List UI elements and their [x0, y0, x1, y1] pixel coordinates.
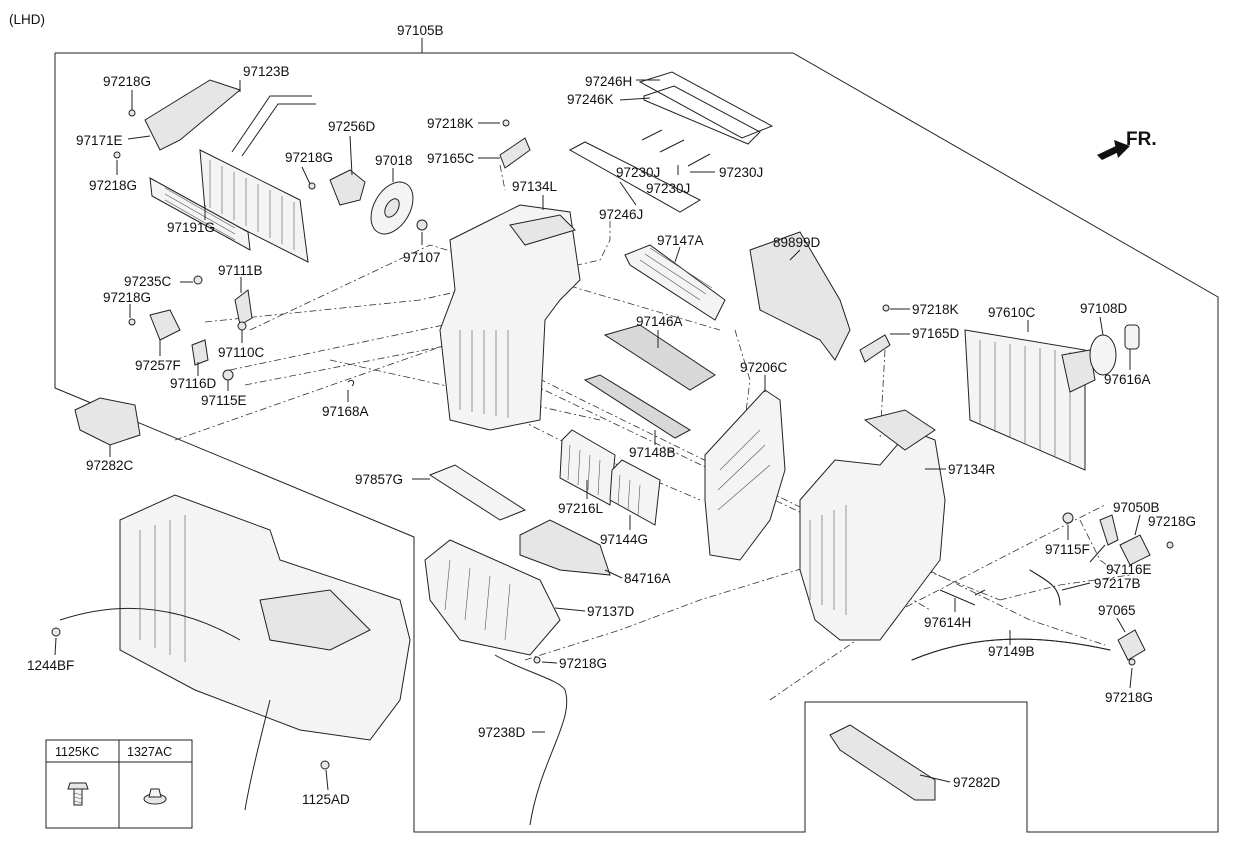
filter-97191G — [149, 177, 251, 251]
case-97134L — [439, 204, 581, 431]
part-label: 84716A — [624, 571, 671, 586]
part-label: 97217B — [1094, 576, 1141, 591]
leader-lines — [54, 79, 1141, 791]
part-label: 89899D — [773, 235, 821, 250]
part-label: 97146A — [636, 314, 683, 329]
case-97206C — [704, 389, 786, 561]
hose-97149B — [911, 638, 1111, 661]
sensor-97065 — [1117, 629, 1146, 661]
part-label: 97065 — [1098, 603, 1136, 618]
actuator-97256D — [329, 169, 366, 206]
part-label: 97018 — [375, 153, 413, 168]
part-label: 97218G — [1105, 690, 1153, 705]
part-label: 97246H — [585, 74, 632, 89]
part-label: 97230J — [616, 165, 660, 180]
direction-label: FR. — [1126, 129, 1157, 150]
part-label: 97108D — [1080, 301, 1128, 316]
part-label: 97246J — [599, 207, 643, 222]
door-97144G — [609, 459, 661, 526]
part-label: 97134R — [948, 462, 996, 477]
part-label: 97282C — [86, 458, 134, 473]
part-labels: 97218G 97123B 97171E 97218G 97256D 97218… — [27, 64, 1196, 807]
part-label: 97134L — [512, 179, 558, 194]
heater-core-97123B — [144, 79, 316, 263]
part-label: 97857G — [355, 472, 403, 487]
part-label: 97238D — [478, 725, 526, 740]
part-label: 97165C — [427, 151, 475, 166]
assembly-outline — [45, 38, 1219, 833]
door-97146A — [603, 324, 716, 391]
clip-nut-icon — [143, 788, 167, 805]
part-label: 97115F — [1045, 542, 1090, 557]
part-label: 97614H — [924, 615, 971, 630]
part-label: 97256D — [328, 119, 376, 134]
part-label: 97123B — [243, 64, 290, 79]
assembly-label: 97105B — [397, 23, 444, 38]
forward-arrow-icon — [1097, 140, 1130, 160]
part-label: 97216L — [558, 501, 604, 516]
part-label: 97616A — [1104, 372, 1151, 387]
part-label: 1125AD — [302, 792, 350, 807]
part-label: 97218G — [103, 290, 151, 305]
part-label: 97107 — [403, 250, 441, 265]
part-label: 97110C — [218, 345, 265, 360]
hose-97238D — [494, 654, 568, 826]
part-label: 97257F — [135, 358, 181, 373]
part-label: 97218G — [285, 150, 333, 165]
part-label: 97218K — [912, 302, 959, 317]
fastener-table: 1125KC 1327AC — [55, 745, 172, 806]
door-97148B — [583, 374, 692, 439]
part-label: 97147A — [657, 233, 704, 248]
duct-97282D — [829, 724, 936, 801]
part-label: 97116D — [170, 376, 217, 391]
part-label: 97230J — [719, 165, 763, 180]
cover-97137D — [424, 539, 561, 656]
part-label: 97282D — [953, 775, 1001, 790]
part-label: 1244BF — [27, 658, 74, 673]
case-97134R — [799, 409, 946, 641]
small-parts — [51, 109, 1174, 770]
part-label: 97218G — [103, 74, 151, 89]
duct-89899D — [749, 231, 851, 361]
part-label: 97230J — [646, 181, 690, 196]
insulator-84716A — [519, 519, 611, 576]
fastener-code-2: 1327AC — [127, 745, 172, 759]
hvac-assembly-view — [59, 494, 411, 811]
fastener-code-1: 1125KC — [55, 745, 99, 759]
hose-97217B — [1029, 569, 1061, 606]
part-label: 97191G — [167, 220, 215, 235]
part-label: 97050B — [1113, 500, 1160, 515]
part-label: 97610C — [988, 305, 1036, 320]
part-label: 97115E — [201, 393, 247, 408]
part-label: 97218K — [427, 116, 474, 131]
part-label: 97218G — [559, 656, 607, 671]
sensor-97614H — [939, 589, 986, 606]
part-label: 97111B — [218, 263, 263, 278]
blower-97282C — [74, 397, 141, 446]
door-97147A — [624, 244, 726, 321]
evaporator-97610C — [964, 329, 1096, 471]
part-label: 97246K — [567, 92, 614, 107]
part-label: 97137D — [587, 604, 635, 619]
part-label: 97116E — [1106, 562, 1152, 577]
part-label: 97149B — [988, 644, 1035, 659]
part-label: 97218G — [89, 178, 137, 193]
fan-97018 — [370, 181, 414, 235]
part-label: 97235C — [124, 274, 172, 289]
duct-97857G — [428, 464, 527, 521]
seal-97108D — [1089, 324, 1140, 376]
variant-label: (LHD) — [9, 12, 45, 27]
part-label: 97148B — [629, 445, 676, 460]
part-label: 97168A — [322, 404, 369, 419]
part-label: 97144G — [600, 532, 648, 547]
part-label: 97165D — [912, 326, 960, 341]
part-label: 97206C — [740, 360, 788, 375]
part-label: 97218G — [1148, 514, 1196, 529]
actuator-97050B — [1119, 534, 1151, 566]
part-label: 97171E — [76, 133, 123, 148]
seal-97246H — [568, 71, 774, 213]
bolt-icon — [67, 782, 89, 806]
